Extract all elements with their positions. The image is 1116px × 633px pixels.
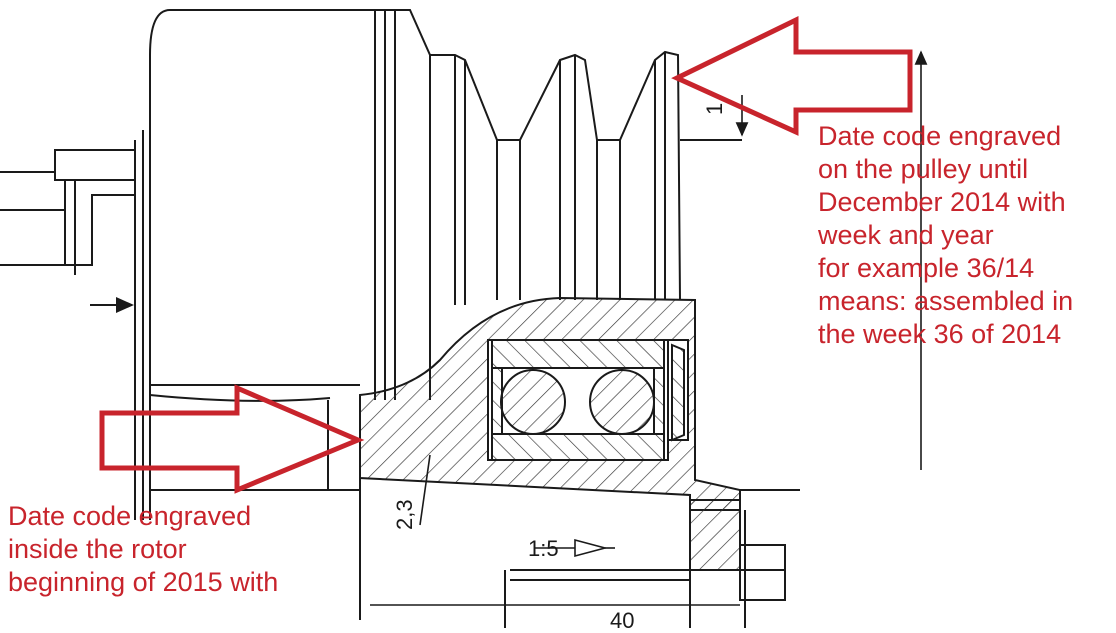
annotation-line: on the pulley until bbox=[818, 154, 1029, 184]
annotation-line: Date code engraved bbox=[818, 121, 1062, 151]
annotation-line: beginning of 2015 with bbox=[8, 567, 279, 597]
left-hub bbox=[0, 55, 151, 520]
dim-40: 40 bbox=[610, 608, 634, 628]
annotation-line: December 2014 with bbox=[818, 187, 1066, 217]
dim-2-3: 2,3 bbox=[392, 499, 417, 530]
annotation-line: Date code engraved bbox=[8, 501, 252, 531]
annotation-line: for example 36/14 bbox=[818, 253, 1035, 283]
arrow-pulley-datecode bbox=[671, 16, 913, 136]
rotor-body bbox=[149, 9, 431, 491]
annotation-pulley-datecode: Date code engraved on the pulley until D… bbox=[818, 120, 1073, 351]
shaft-nut bbox=[359, 478, 800, 628]
taper-ratio: 1:5 bbox=[528, 536, 559, 561]
annotation-line: the week 36 of 2014 bbox=[818, 319, 1062, 349]
dimension-labels: 2,3 40 1 1:5 bbox=[392, 103, 727, 633]
annotation-line: means: assembled in bbox=[818, 286, 1074, 316]
dim-1: 1 bbox=[702, 103, 727, 115]
arrow-rotor-datecode bbox=[99, 384, 365, 494]
ball-bearing bbox=[491, 339, 689, 461]
annotation-rotor-datecode: Date code engraved inside the rotor begi… bbox=[8, 500, 278, 599]
dimension-lines bbox=[370, 50, 928, 606]
pulley-grooves bbox=[430, 50, 742, 305]
annotation-line: inside the rotor bbox=[8, 534, 187, 564]
annotation-line: week and year bbox=[818, 220, 994, 250]
